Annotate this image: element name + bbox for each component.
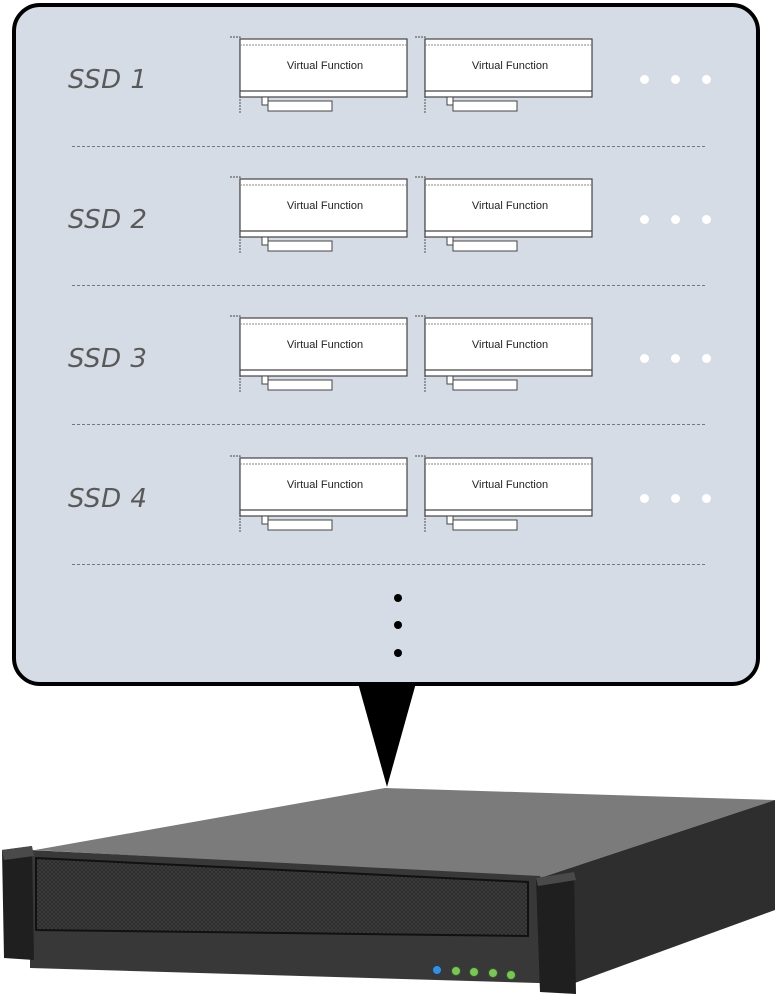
green-led-icon [451,966,461,976]
virtual-function-card: Virtual Function [413,35,593,115]
green-led-icon [488,968,498,978]
virtual-function-card: Virtual Function [413,314,593,394]
ssd-row-3: SSD 3 Virtual Function Virtual Function [0,287,775,427]
row-separator [72,285,705,286]
server-top [35,788,775,878]
virtual-function-card: Virtual Function [413,175,593,255]
virtual-function-label: Virtual Function [286,60,364,72]
ssd-row-1: SSD 1 Virtual Function Virtual Function [0,8,775,148]
virtual-function-card: Virtual Function [228,35,408,115]
blue-led-icon [432,965,442,975]
row-separator [72,564,705,565]
ssd-label: SSD 2 [68,205,148,235]
virtual-function-card: Virtual Function [228,314,408,394]
ssd-row-4: SSD 4 Virtual Function Virtual Function [0,427,775,567]
virtual-function-card: Virtual Function [228,454,408,534]
green-led-icon [469,967,479,977]
virtual-function-label: Virtual Function [471,339,549,351]
more-functions-ellipsis [640,494,712,506]
virtual-function-label: Virtual Function [471,200,549,212]
row-separator [72,424,705,425]
more-functions-ellipsis [640,354,712,366]
ssd-label: SSD 4 [68,484,148,514]
virtual-function-label: Virtual Function [471,479,549,491]
ssd-row-2: SSD 2 Virtual Function Virtual Function [0,148,775,288]
virtual-function-card: Virtual Function [413,454,593,534]
virtual-function-card: Virtual Function [228,175,408,255]
virtual-function-label: Virtual Function [471,60,549,72]
front-bezel [35,856,529,938]
row-separator [72,146,705,147]
server-side [540,800,775,984]
virtual-function-label: Virtual Function [286,479,364,491]
ssd-label: SSD 3 [68,344,148,374]
green-led-icon [506,970,516,980]
more-functions-ellipsis [640,75,712,87]
ssd-label: SSD 1 [68,65,148,95]
virtual-function-label: Virtual Function [286,339,364,351]
more-functions-ellipsis [640,215,712,227]
virtual-function-label: Virtual Function [286,200,364,212]
